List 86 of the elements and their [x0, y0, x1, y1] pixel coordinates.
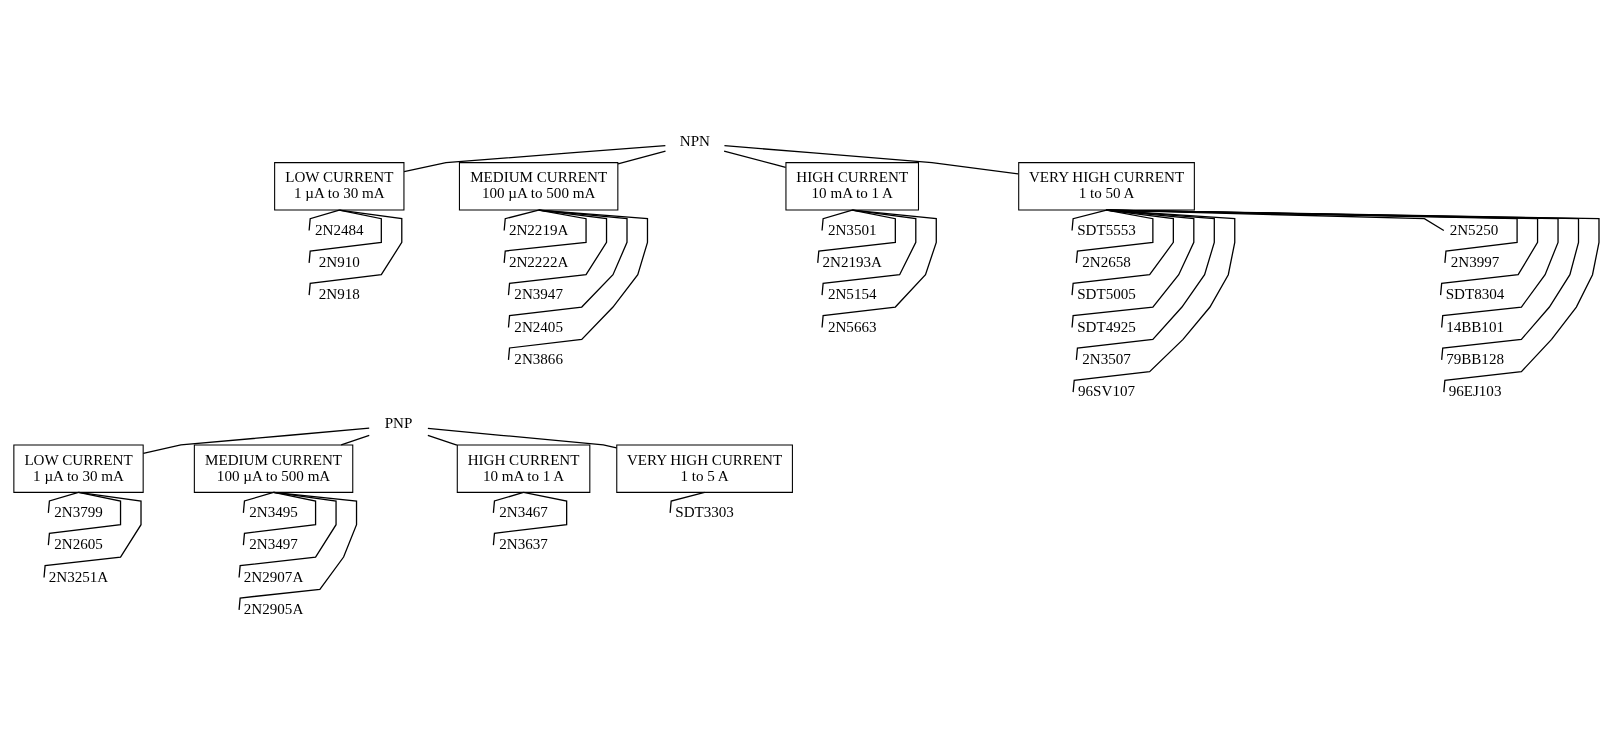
connector: [242, 491, 275, 514]
connector: [1105, 209, 1580, 361]
connector: [1105, 209, 1559, 329]
connector: [1075, 209, 1215, 361]
connector: [1071, 209, 1195, 329]
connector: [1072, 209, 1236, 393]
connector: [723, 150, 787, 169]
connector: [142, 427, 370, 454]
node-text: 2N3997: [1450, 253, 1500, 270]
node-text: 96EJ103: [1448, 383, 1502, 400]
node-text: NPN: [679, 133, 710, 150]
connector: [1071, 209, 1108, 232]
connector: [43, 491, 142, 579]
node-text: 2N918: [318, 286, 360, 303]
node-text: 2N2658: [1082, 253, 1131, 270]
node-text: 2N3251A: [48, 568, 109, 585]
connector: [1075, 209, 1154, 264]
connector: [1105, 209, 1518, 264]
node-text: 2N910: [318, 253, 360, 270]
node-text: 2N3497: [249, 536, 298, 553]
node-box: VERY HIGH CURRENT 1 to 5 A: [616, 444, 793, 493]
node-text: 2N2605: [54, 536, 103, 553]
connector: [47, 491, 122, 546]
node-box: MEDIUM CURRENT 100 µA to 500 mA: [458, 162, 619, 211]
connector: [1105, 209, 1445, 232]
connector: [1105, 209, 1539, 296]
connector: [617, 150, 667, 165]
connector: [492, 491, 525, 514]
node-text: PNP: [384, 415, 413, 432]
node-box: HIGH CURRENT 10 mA to 1 A: [785, 162, 920, 211]
connector: [427, 427, 618, 449]
connector: [503, 209, 587, 264]
connector: [817, 209, 896, 264]
node-text: 2N3501: [827, 221, 877, 238]
connector: [723, 145, 1019, 175]
connector: [308, 209, 382, 264]
node-box: VERY HIGH CURRENT 1 to 50 A: [1018, 162, 1195, 211]
connector: [821, 209, 853, 232]
node-text: 2N2193A: [822, 253, 882, 270]
node-box: MEDIUM CURRENT 100 µA to 500 mA: [193, 444, 354, 493]
node-box: HIGH CURRENT 10 mA to 1 A: [456, 444, 591, 493]
node-text: 2N3495: [249, 503, 298, 520]
node-box: LOW CURRENT 1 µA to 30 mA: [13, 444, 144, 493]
connector: [403, 144, 666, 173]
node-text: 2N3637: [499, 536, 548, 553]
node-text: 2N3799: [54, 503, 103, 520]
node-text: 2N3947: [514, 286, 563, 303]
node-text: 2N3467: [499, 503, 548, 520]
connector: [308, 209, 403, 296]
connector: [1105, 209, 1600, 393]
connector: [47, 491, 80, 514]
connector: [821, 209, 917, 296]
connector: [507, 209, 649, 361]
node-text: 2N5663: [827, 318, 877, 335]
node-text: 96SV107: [1078, 383, 1136, 400]
node-text: SDT5553: [1077, 221, 1136, 238]
connector: [492, 491, 568, 546]
node-text: 2N2484: [314, 221, 364, 238]
connector: [242, 491, 317, 546]
node-text: 2N5154: [827, 286, 877, 303]
connector: [1071, 209, 1174, 296]
node-text: SDT4925: [1077, 318, 1136, 335]
node-text: 79BB128: [1446, 350, 1504, 367]
node-text: 2N2219A: [508, 221, 569, 238]
connector: [238, 491, 337, 579]
node-text: SDT8304: [1445, 286, 1505, 303]
connector: [340, 434, 370, 446]
node-text: 2N5250: [1449, 221, 1499, 238]
node-box: LOW CURRENT 1 µA to 30 mA: [274, 162, 405, 211]
node-text: 2N2405: [514, 318, 563, 335]
node-text: 14BB101: [1446, 318, 1504, 335]
connector: [821, 209, 937, 329]
node-text: 2N3507: [1082, 350, 1131, 367]
node-text: SDT5005: [1077, 286, 1136, 303]
node-text: 2N2907A: [243, 568, 304, 585]
connector: [238, 491, 358, 611]
connector: [507, 209, 608, 296]
connector: [427, 434, 458, 446]
node-text: 2N2222A: [508, 253, 569, 270]
node-text: 2N3866: [514, 350, 563, 367]
node-text: 2N2905A: [243, 600, 304, 617]
connector: [669, 491, 706, 514]
connector: [507, 209, 628, 329]
connector: [503, 209, 540, 232]
connector: [308, 209, 340, 232]
node-text: SDT3303: [675, 503, 734, 520]
